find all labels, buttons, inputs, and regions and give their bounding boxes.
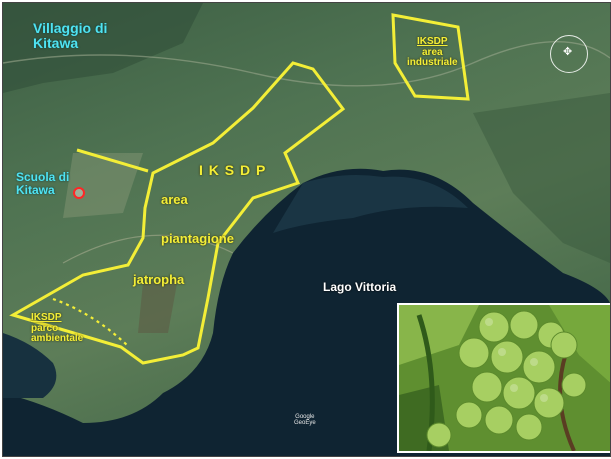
jatropha-photo-inset [397,303,610,453]
plantation-area-label: area [161,192,188,207]
plantation-boundary [76,148,149,173]
industrial-label: IKSDP area industriale [407,36,458,68]
plantation-jatropha-label: jatropha [133,272,185,287]
plantation-crop-label: piantagione [161,231,234,246]
park-boundary [52,297,129,347]
village-label: Villaggio di Kitawa [33,20,108,51]
industrial-boundary [391,13,470,101]
road [62,234,234,264]
lake-inlet [3,333,57,398]
compass-needle-icon: ✥ [563,46,573,58]
forest-patch [473,93,610,263]
compass-rose-icon[interactable]: ✥ [550,35,588,73]
road [3,40,610,87]
school-marker-icon[interactable] [73,187,85,199]
lake-label: Lago Vittoria [323,280,397,294]
farmland-patch [63,153,143,218]
park-label: IKSDP parco ambientale [31,312,84,344]
forest-patch [3,3,203,93]
jatropha-fruit-photo [399,305,610,451]
plantation-org-label: I K S D P [199,162,267,178]
lake-shallows [273,175,468,233]
school-label: Scuola di Kitawa [16,170,70,197]
farmland-patch [138,278,178,333]
plantation-boundary [9,61,346,365]
imagery-watermark: Google GeoEye [294,414,316,426]
